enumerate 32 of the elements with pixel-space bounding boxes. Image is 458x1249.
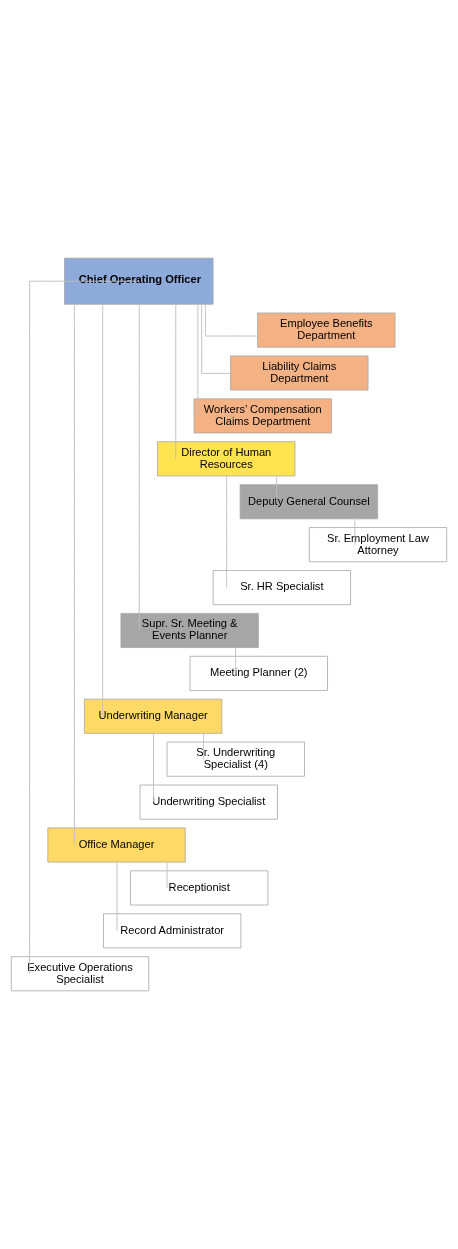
connector: [153, 733, 154, 803]
connector: [354, 518, 356, 546]
node-box: Office Manager: [47, 827, 186, 863]
node-box: Record Administrator: [103, 913, 242, 949]
connector: [175, 303, 177, 460]
connector: [29, 280, 140, 975]
node-box: Sr. Employment Law Attorney: [308, 527, 448, 563]
node-box: Executive Operations Specialist: [10, 956, 150, 992]
node-box: Employee Benefits Department: [257, 312, 396, 348]
node-box: Workers’ Compensation Claims Department: [193, 398, 332, 434]
node-box: Director of Human Resources: [157, 441, 296, 477]
connector: [235, 647, 237, 674]
node-box: Deputy General Counsel: [239, 484, 378, 520]
connector: [205, 303, 258, 337]
connector: [226, 475, 228, 589]
connector: [203, 733, 205, 760]
node-box: Underwriting Specialist: [139, 784, 278, 820]
node-box: Sr. HR Specialist: [212, 570, 351, 606]
connector: [197, 303, 199, 417]
connector: [201, 303, 231, 374]
node-box: Supr. Sr. Meeting & Events Planner: [120, 613, 259, 648]
connector: [73, 303, 75, 846]
connector: [116, 862, 118, 932]
node-box: Meeting Planner (2): [189, 655, 328, 691]
node-box: Chief Operating Officer: [64, 257, 214, 305]
node-box: Underwriting Manager: [84, 698, 223, 734]
connector: [166, 862, 168, 889]
node-box: Receptionist: [130, 870, 269, 906]
node-box: Sr. Underwriting Specialist (4): [166, 741, 305, 777]
node-box: Liability Claims Department: [230, 355, 369, 391]
connector: [102, 303, 104, 717]
connector: [138, 303, 140, 631]
